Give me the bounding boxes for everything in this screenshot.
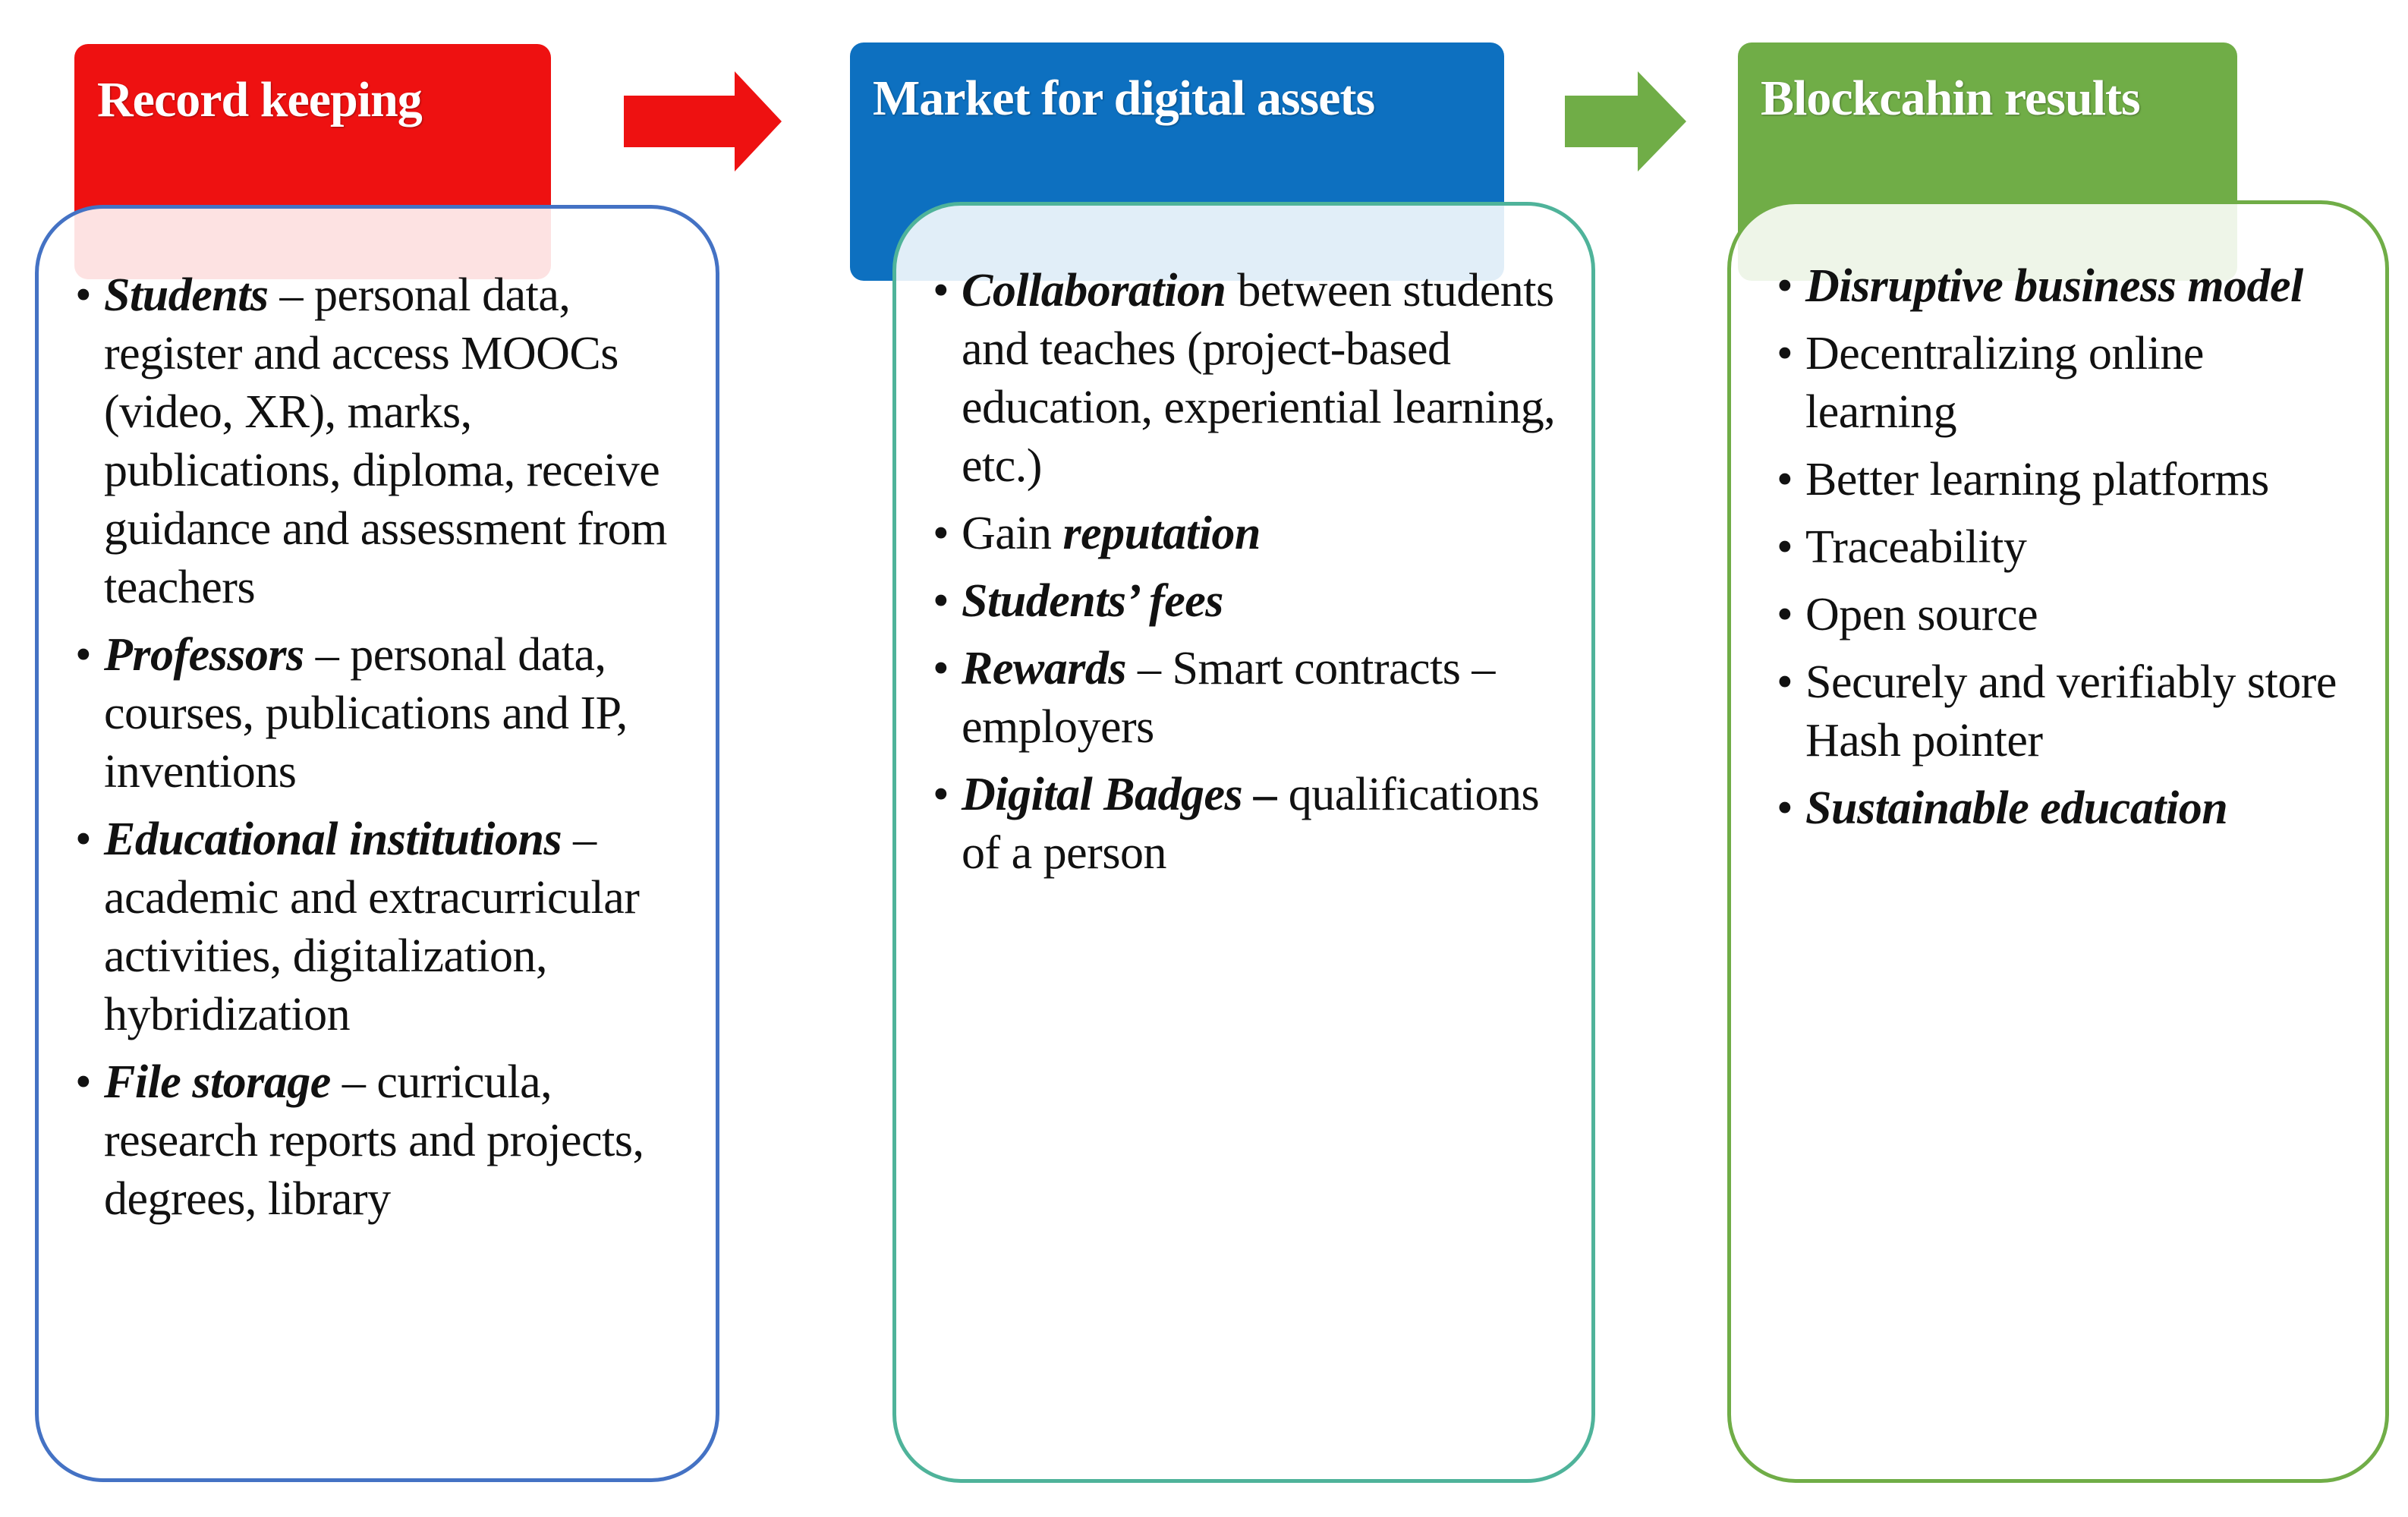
list-item: • Students’ fees (933, 575, 1223, 627)
item-text: Securely and verifiably store Hash point… (1805, 656, 2337, 766)
item-text: – academic and extracurricular activitie… (104, 814, 640, 1040)
market-card: • Collaboration between students and tea… (892, 202, 1595, 1483)
item-text: Open source (1805, 589, 2038, 640)
item-keyword: Professors (104, 629, 304, 681)
list-item: • Traceability (1777, 521, 2027, 573)
item-text: Better learning platforms (1805, 454, 2269, 505)
list-item: • Professors – personal data, courses, p… (75, 629, 628, 798)
list-item: • Students – personal data, register and… (75, 269, 667, 613)
list-item: • Disruptive business model (1777, 260, 2303, 312)
list-item: • Rewards – Smart contracts – employers (933, 643, 1495, 753)
results-card: • Disruptive business model • Decentrali… (1727, 200, 2389, 1483)
list-item: • Securely and verifiably store Hash poi… (1777, 656, 2337, 766)
list-item: • Decentralizing online learning (1777, 328, 2204, 438)
item-keyword: Students (104, 269, 269, 321)
item-keyword: Students’ fees (962, 575, 1223, 627)
item-keyword: Collaboration (962, 265, 1226, 316)
list-item: • Digital Badges – qualifications of a p… (933, 769, 1540, 879)
list-item: • Collaboration between students and tea… (933, 265, 1556, 492)
green-right-arrow-icon (1565, 71, 1686, 172)
record-keeping-card: • Students – personal data, register and… (35, 205, 719, 1482)
item-keyword: Educational institutions (104, 814, 562, 865)
item-keyword: Digital Badges – (962, 769, 1277, 820)
item-text: between students and teaches (project-ba… (962, 265, 1556, 492)
results-title: Blockcahin results (1761, 71, 2141, 126)
red-right-arrow-icon (624, 71, 782, 172)
item-text: Traceability (1805, 521, 2027, 573)
list-item: • Open source (1777, 589, 2038, 640)
list-item: • File storage – curricula, research rep… (75, 1056, 644, 1225)
item-text: – personal data, register and access MOO… (104, 269, 667, 613)
item-text: Decentralizing online learning (1805, 328, 2204, 438)
list-item: • Sustainable education (1777, 782, 2228, 834)
list-item: • Gain reputation (933, 508, 1261, 559)
item-keyword: reputation (1062, 508, 1261, 559)
item-text: – personal data, courses, publications a… (104, 629, 628, 798)
item-keyword: Sustainable education (1805, 782, 2228, 834)
item-prefix: Gain (962, 508, 1063, 559)
item-text: – curricula, research reports and projec… (104, 1056, 644, 1225)
item-keyword: Disruptive business model (1805, 260, 2303, 312)
record-keeping-title: Record keeping (97, 72, 423, 127)
list-item: • Better learning platforms (1777, 454, 2269, 505)
market-title: Market for digital assets (873, 71, 1375, 126)
item-text: qualifications of a person (962, 769, 1540, 879)
item-keyword: File storage (104, 1056, 331, 1108)
item-text: – Smart contracts – employers (962, 643, 1495, 753)
list-item: • Educational institutions – academic an… (75, 814, 640, 1040)
item-keyword: Rewards (962, 643, 1126, 694)
